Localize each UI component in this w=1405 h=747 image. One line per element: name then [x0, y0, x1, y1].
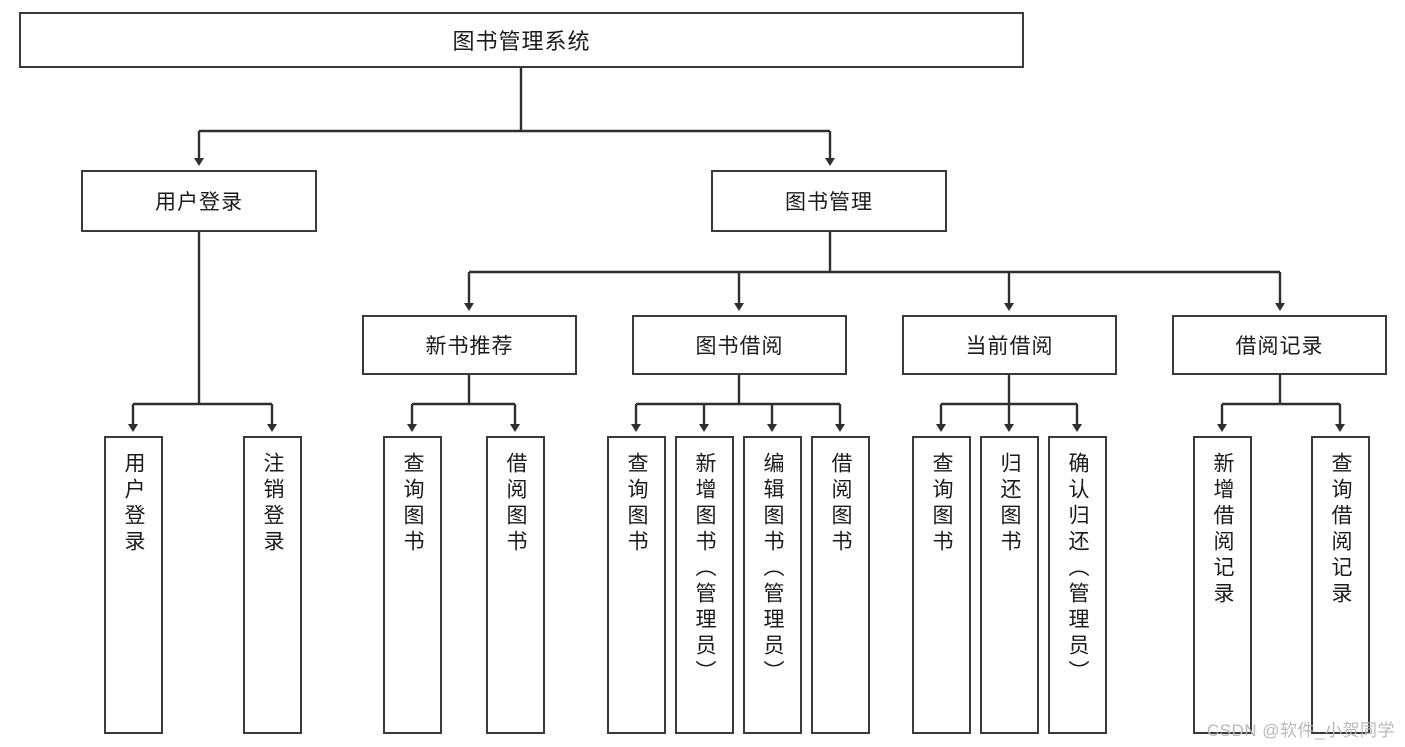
- node-label: 新增图书（管理员）: [693, 452, 716, 686]
- node-borrow-record[interactable]: 借阅记录: [1172, 315, 1387, 375]
- node-label: 确认归还（管理员）: [1066, 452, 1089, 686]
- leaf-query-borrow-record[interactable]: 查询借阅记录: [1311, 436, 1370, 734]
- leaf-add-borrow-record[interactable]: 新增借阅记录: [1193, 436, 1252, 734]
- node-label: 用户登录: [155, 191, 243, 214]
- node-label: 图书管理系统: [452, 29, 591, 54]
- leaf-query-book-current[interactable]: 查询图书: [912, 436, 971, 734]
- leaf-user-login[interactable]: 用户登录: [104, 436, 163, 734]
- node-label: 查询图书: [401, 452, 424, 556]
- node-label: 编辑图书（管理员）: [761, 452, 784, 686]
- node-label: 注销登录: [261, 452, 284, 556]
- node-user-login[interactable]: 用户登录: [81, 170, 317, 232]
- node-label: 图书借阅: [695, 335, 784, 358]
- leaf-add-book-admin[interactable]: 新增图书（管理员）: [675, 436, 734, 734]
- node-label: 图书管理: [785, 191, 873, 214]
- node-label: 查询图书: [930, 452, 953, 556]
- node-current-borrow[interactable]: 当前借阅: [902, 315, 1117, 375]
- node-label: 借阅图书: [504, 452, 527, 556]
- leaf-borrow-book-recommend[interactable]: 借阅图书: [486, 436, 545, 734]
- node-label: 用户登录: [122, 452, 145, 556]
- leaf-query-book-recommend[interactable]: 查询图书: [383, 436, 442, 734]
- node-label: 新增借阅记录: [1211, 452, 1234, 608]
- leaf-query-book-borrow[interactable]: 查询图书: [607, 436, 666, 734]
- node-new-book-recommend[interactable]: 新书推荐: [362, 315, 577, 375]
- leaf-return-book[interactable]: 归还图书: [980, 436, 1039, 734]
- node-label: 借阅图书: [829, 452, 852, 556]
- leaf-borrow-book[interactable]: 借阅图书: [811, 436, 870, 734]
- node-label: 查询借阅记录: [1329, 452, 1352, 608]
- node-label: 查询图书: [625, 452, 648, 556]
- leaf-edit-book-admin[interactable]: 编辑图书（管理员）: [743, 436, 802, 734]
- node-label: 归还图书: [998, 452, 1021, 556]
- node-label: 借阅记录: [1235, 335, 1324, 358]
- node-label: 当前借阅: [965, 335, 1054, 358]
- node-root-system[interactable]: 图书管理系统: [19, 12, 1024, 68]
- leaf-logout[interactable]: 注销登录: [243, 436, 302, 734]
- watermark: CSDN @软件_小贺同学: [1206, 721, 1395, 740]
- node-book-management[interactable]: 图书管理: [711, 170, 947, 232]
- leaf-confirm-return-admin[interactable]: 确认归还（管理员）: [1048, 436, 1107, 734]
- node-book-borrow[interactable]: 图书借阅: [632, 315, 847, 375]
- node-label: 新书推荐: [425, 335, 514, 358]
